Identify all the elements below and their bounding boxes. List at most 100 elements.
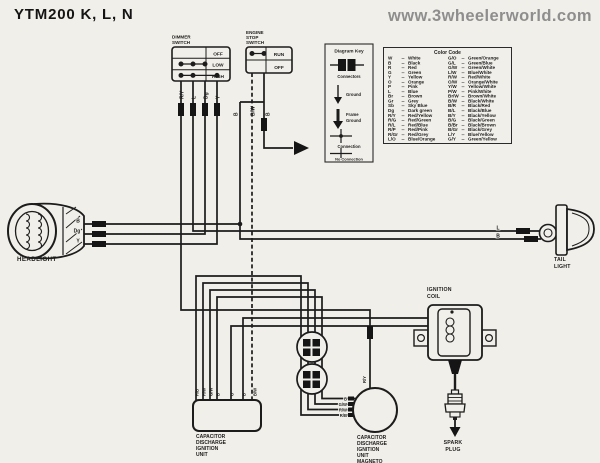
color-code-row: L/W--Blue/White [448,69,492,75]
cdi-wire-o: O [229,392,234,396]
color-code-row: W--White [388,55,421,61]
magneto-wire-gw: G/W [339,402,347,407]
cdi-unit: CAPACITOR DISCHARGE IGNITION UNIT R/B R/… [192,388,262,458]
cdi-wire-bw: B/W [252,388,257,396]
color-code-row: L/Y--Blue/Yellow [448,131,494,137]
color-code-row: G/Y--Green/Yellow [448,136,497,142]
cdi-wire-gw: G/W [208,388,213,396]
magneto-wire-rw: R/W [339,408,347,413]
key-ground-label: Ground [346,92,362,97]
color-code-row: G--Green [388,69,422,75]
headlight-wire-b: B [76,219,80,225]
color-code-row: L/O--Blue/Orange [388,136,436,142]
dimmer-wire-y: Y [216,95,222,99]
magneto: CAPACITOR DISCHARGE IGNITION UNIT MAGNET… [338,376,398,463]
diagram-key-title: Diagram Key [334,49,364,55]
wire-dg [84,81,206,235]
wire-b-coil [242,317,428,400]
headlight-wire-y: Y [76,239,80,245]
diagram-key: Diagram Key Connectors Ground Frame Grou… [324,43,374,163]
wires [84,73,541,416]
color-code-row: R--Red [388,65,417,71]
color-code-row: B/L--Black/Blue [448,108,492,114]
magneto-wire-ry: R/Y [362,376,367,383]
color-code-row: P--Pink [388,84,418,90]
svg-text:LIGHT: LIGHT [554,264,571,270]
cdi-wire-b: B [215,393,220,396]
svg-text:DISCHARGE: DISCHARGE [196,440,227,446]
watermark-url: www.3wheelerworld.com [387,7,592,25]
engine-stop-switch: ENGINE STOP SWITCH RUN OFF B/W B B [234,30,293,116]
headlight-drawing [7,202,85,260]
svg-text:UNIT: UNIT [357,453,369,459]
color-code-row: B/Y--Black/Yellow [448,112,496,118]
color-code-row: P/W--Pink/White [448,88,492,94]
svg-text:COIL: COIL [427,294,441,300]
dimmer-position-low: LOW [212,63,224,69]
svg-text:MAGNETO: MAGNETO [357,459,383,463]
engine-stop-name: ENGINE [246,30,264,35]
spark-plug [444,389,466,437]
color-code-row: Y--Yellow [388,74,423,80]
color-code-row: B--Black [388,60,421,66]
color-code-row: R/Y--Red/Yellow [388,112,433,118]
engine-stop-off: OFF [274,65,284,71]
ignition-coil-label: IGNITION [427,287,452,293]
magneto-wire-rb: R/B [340,413,347,418]
svg-text:SWITCH: SWITCH [246,40,265,45]
color-code-row: B/Br--Black/Brown [448,122,496,128]
svg-text:IGNITION: IGNITION [196,446,219,452]
dimmer-wire-dg: Dg [204,92,210,99]
key-ground-symbol [334,85,342,104]
color-code-row: O--Orange [388,79,425,85]
wire-b-bundle [216,296,356,400]
magneto-label: CAPACITOR [357,435,387,441]
color-code-row: B/Gr--Black/Grey [448,127,493,133]
cdi-wire-rw: R/W [201,388,206,396]
dimmer-contacts [178,61,220,78]
dimmer-wire-ry: R/Y [180,90,186,99]
key-connection-symbol [330,129,352,143]
color-code-row: Br/W--Brown/White [448,93,497,99]
color-code-row: Br--Brown [388,93,423,99]
color-code-row: R/Gr--Red/Grey [388,131,429,137]
svg-text:PLUG: PLUG [445,447,460,453]
headlight-label: HEADLIGHT [17,256,57,263]
color-code-row: L--Blue [388,88,418,94]
engine-stop-wire-b: B [266,112,272,116]
cdi-wire-rb: R/B [194,389,199,396]
color-code-row: O/W--Orange/White [448,79,498,85]
dimmer-switch-name: DIMMER [172,35,191,40]
svg-text:STOP: STOP [246,35,258,40]
engine-stop-wire-bw: B/W [251,106,257,116]
wire-y [84,81,218,245]
frame-ground-symbol [294,141,309,155]
key-no-connection-label: No Connection [335,157,363,162]
wire-o-coil [230,325,428,400]
svg-text:DISCHARGE: DISCHARGE [357,441,388,447]
wire-gw-bundle [209,289,354,405]
color-code-row: R/P--Red/Pink [388,127,428,133]
dimmer-wire-l: L [192,96,198,99]
tail-light-label: TAIL [554,257,567,263]
page-title: YTM200 K, L, N [14,6,134,23]
spark-plug-label: SPARK [444,440,463,446]
dimmer-switch: DIMMER SWITCH OFF LOW HIGH R/Y L Dg Y [171,35,231,99]
color-code-row: G/W--Green/White [448,65,496,71]
connector-blocks [92,103,538,417]
ground-bus-wire-b: B [234,112,240,116]
svg-text:IGNITION: IGNITION [357,447,380,453]
engine-stop-run: RUN [274,52,285,58]
wire-rw-bundle [202,282,355,411]
wire-ry [180,81,371,389]
tail-wire-b: B [496,234,500,240]
color-code-row: R/W--Red/White [448,74,491,80]
color-code-title: Color Code [434,50,461,56]
headlight-wire-dg: Dg [74,229,81,235]
tail-light-drawing [538,204,595,256]
